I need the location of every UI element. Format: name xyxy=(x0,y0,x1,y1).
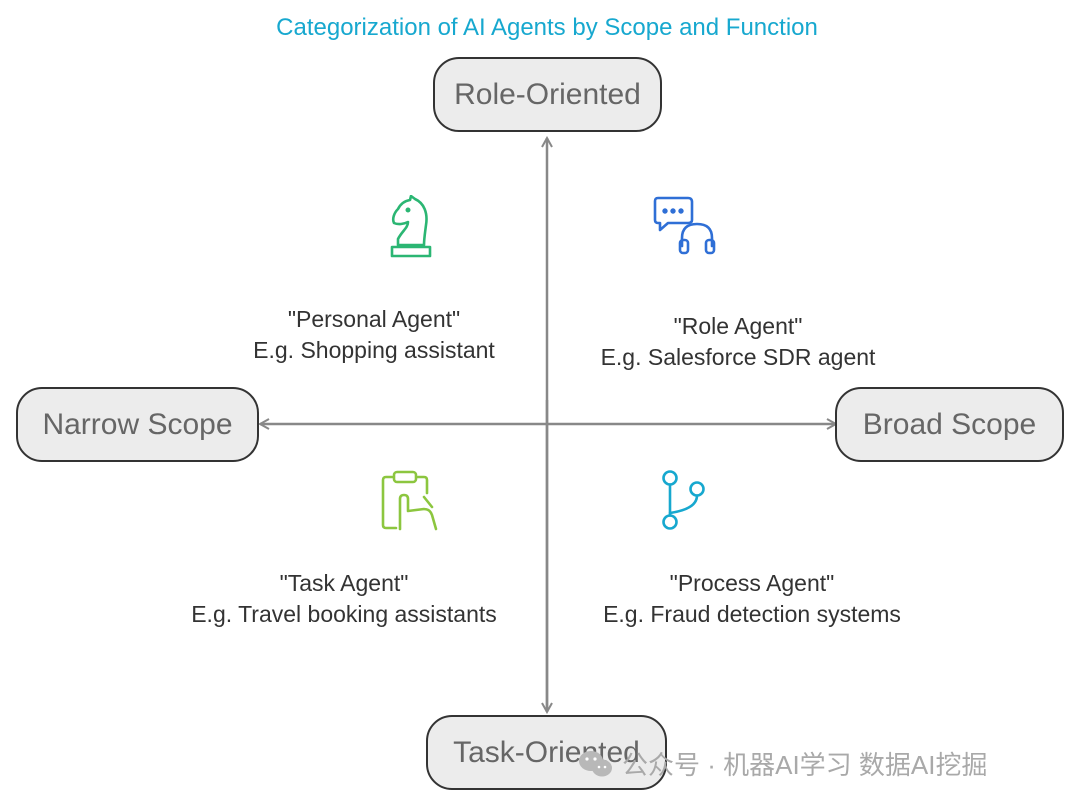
process-agent-name: "Process Agent" xyxy=(669,570,835,596)
task-agent-example: E.g. Travel booking assistants xyxy=(191,601,497,627)
watermark-text: 公众号 · 机器AI学习 数据AI挖掘 xyxy=(622,750,988,780)
branch-icon xyxy=(662,470,705,530)
wechat-icon xyxy=(579,750,612,776)
personal-agent-example: E.g. Shopping assistant xyxy=(253,337,495,363)
role-agent-text: "Role Agent" E.g. Salesforce SDR agent xyxy=(590,311,886,373)
role-oriented-label: Role-Oriented xyxy=(433,57,662,132)
process-agent-example: E.g. Fraud detection systems xyxy=(603,601,901,627)
chess-knight-icon xyxy=(390,195,432,258)
role-agent-example: E.g. Salesforce SDR agent xyxy=(600,344,876,370)
process-agent-text: "Process Agent" E.g. Fraud detection sys… xyxy=(588,568,916,630)
task-agent-text: "Task Agent" E.g. Travel booking assista… xyxy=(174,568,514,630)
diagram-title: Categorization of AI Agents by Scope and… xyxy=(276,14,818,41)
personal-agent-name: "Personal Agent" xyxy=(287,306,461,332)
narrow-scope-label: Narrow Scope xyxy=(16,387,259,462)
chat-headset-icon xyxy=(653,196,716,255)
personal-agent-text: "Personal Agent" E.g. Shopping assistant xyxy=(243,304,505,366)
role-agent-name: "Role Agent" xyxy=(673,313,803,339)
broad-scope-label: Broad Scope xyxy=(835,387,1064,462)
task-agent-name: "Task Agent" xyxy=(279,570,409,596)
watermark: 公众号 · 机器AI学习 数据AI挖掘 xyxy=(578,745,987,782)
task-oriented-label: Task-Oriented xyxy=(426,715,667,790)
clipboard-hand-icon xyxy=(381,470,438,531)
